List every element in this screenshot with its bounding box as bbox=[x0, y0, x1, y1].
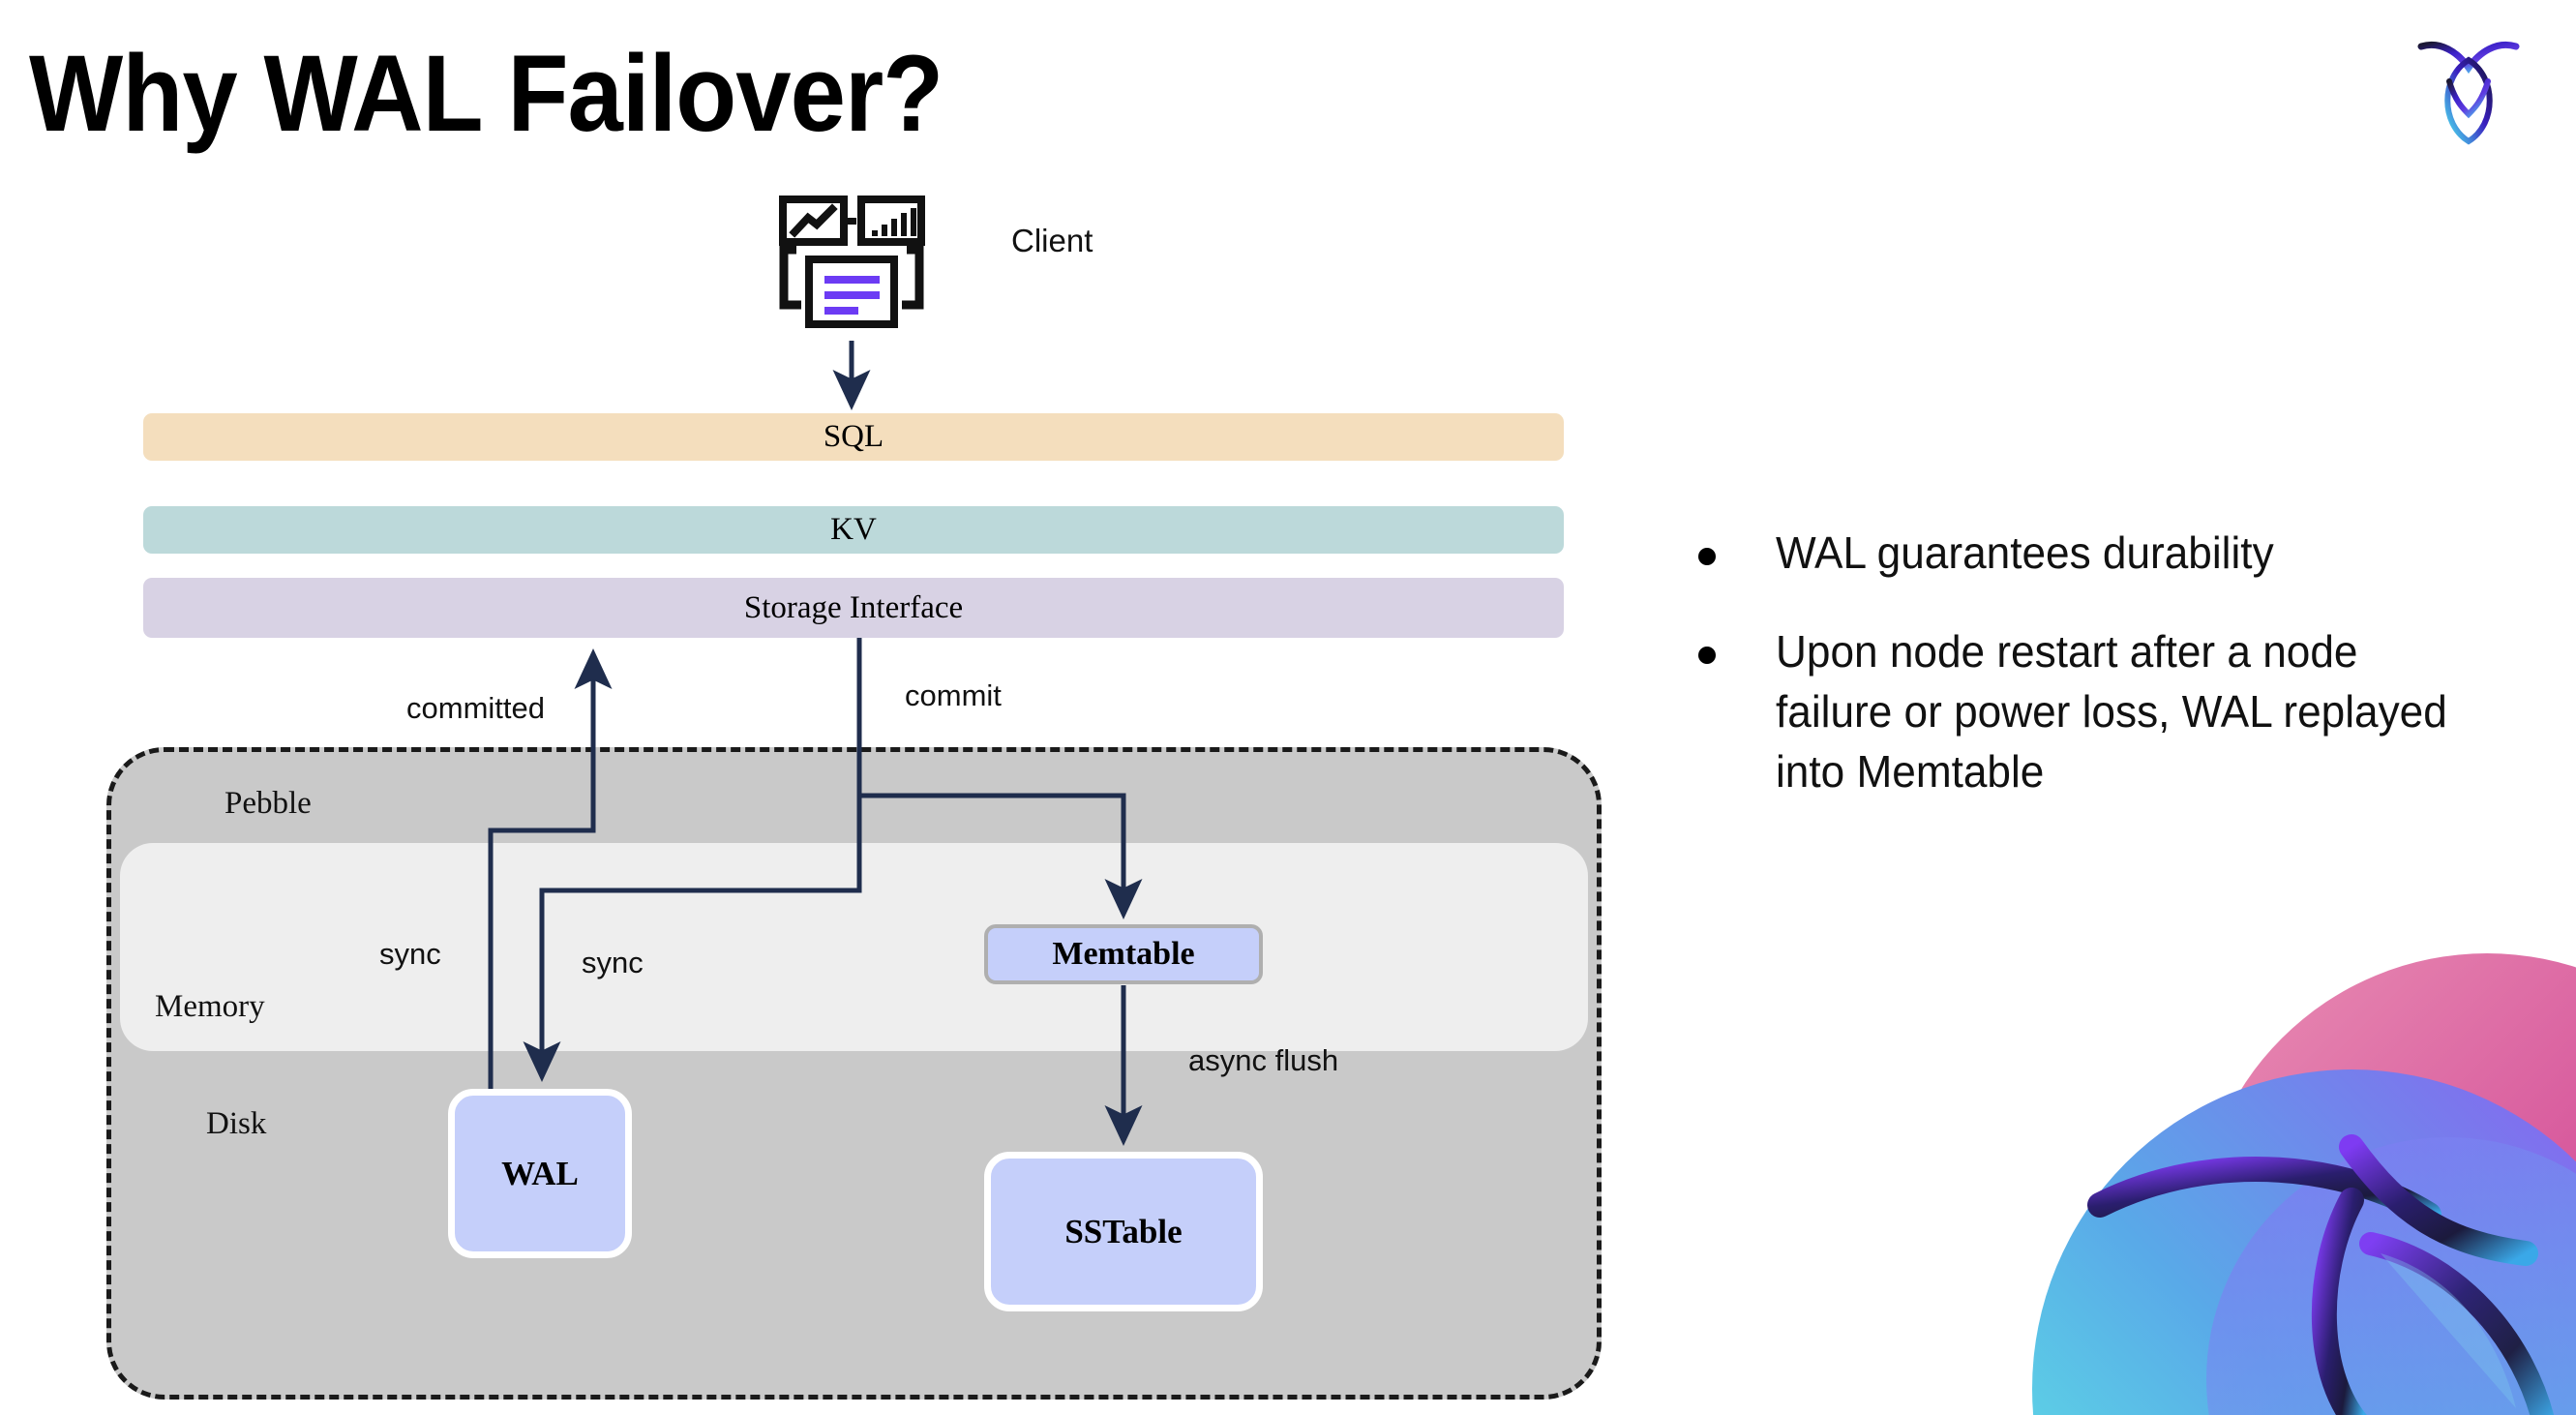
layer-bar-storage-label: Storage Interface bbox=[743, 589, 964, 625]
disk-label: Disk bbox=[206, 1106, 267, 1141]
layer-bar-sql[interactable]: SQL bbox=[143, 413, 1564, 461]
page-title: Why WAL Failover? bbox=[29, 33, 944, 154]
diagram-connectors bbox=[488, 341, 1143, 1147]
decorative-brand-artwork bbox=[1945, 924, 2576, 1415]
memory-region bbox=[120, 843, 1588, 1051]
layer-bar-sql-label: SQL bbox=[823, 419, 884, 454]
client-terminal-icon bbox=[769, 192, 934, 342]
node-memtable-label: Memtable bbox=[1052, 936, 1195, 972]
bullet-text: WAL guarantees durability bbox=[1776, 527, 2274, 578]
list-item: WAL guarantees durability bbox=[1698, 523, 2501, 583]
cockroachdb-logo bbox=[2415, 31, 2522, 145]
layer-bar-kv-label: KV bbox=[830, 512, 877, 547]
architecture-diagram: Pebble Memory Disk bbox=[106, 192, 1602, 1400]
bullet-dot-icon bbox=[1698, 647, 1716, 665]
edge-label-sync-left: sync bbox=[379, 937, 441, 971]
node-memtable[interactable]: Memtable bbox=[984, 924, 1263, 984]
node-sstable[interactable]: SSTable bbox=[984, 1152, 1263, 1311]
node-wal-label: WAL bbox=[501, 1154, 579, 1192]
bullet-list: WAL guarantees durability Upon node rest… bbox=[1698, 523, 2501, 840]
client-label: Client bbox=[1011, 223, 1093, 258]
edge-label-async-flush: async flush bbox=[1188, 1043, 1339, 1077]
node-wal[interactable]: WAL bbox=[448, 1089, 632, 1258]
layer-bar-storage-interface[interactable]: Storage Interface bbox=[143, 578, 1564, 638]
bullet-dot-icon bbox=[1698, 548, 1716, 565]
pebble-label: Pebble bbox=[225, 786, 312, 821]
layer-bar-kv[interactable]: KV bbox=[143, 506, 1564, 554]
edge-label-commit: commit bbox=[905, 678, 1002, 712]
list-item: Upon node restart after a node failure o… bbox=[1698, 621, 2501, 801]
edge-label-sync-right: sync bbox=[582, 946, 644, 979]
bullet-text: Upon node restart after a node failure o… bbox=[1776, 626, 2447, 798]
memory-label: Memory bbox=[155, 989, 265, 1024]
edge-label-committed: committed bbox=[406, 691, 545, 725]
node-sstable-label: SSTable bbox=[1064, 1212, 1183, 1250]
